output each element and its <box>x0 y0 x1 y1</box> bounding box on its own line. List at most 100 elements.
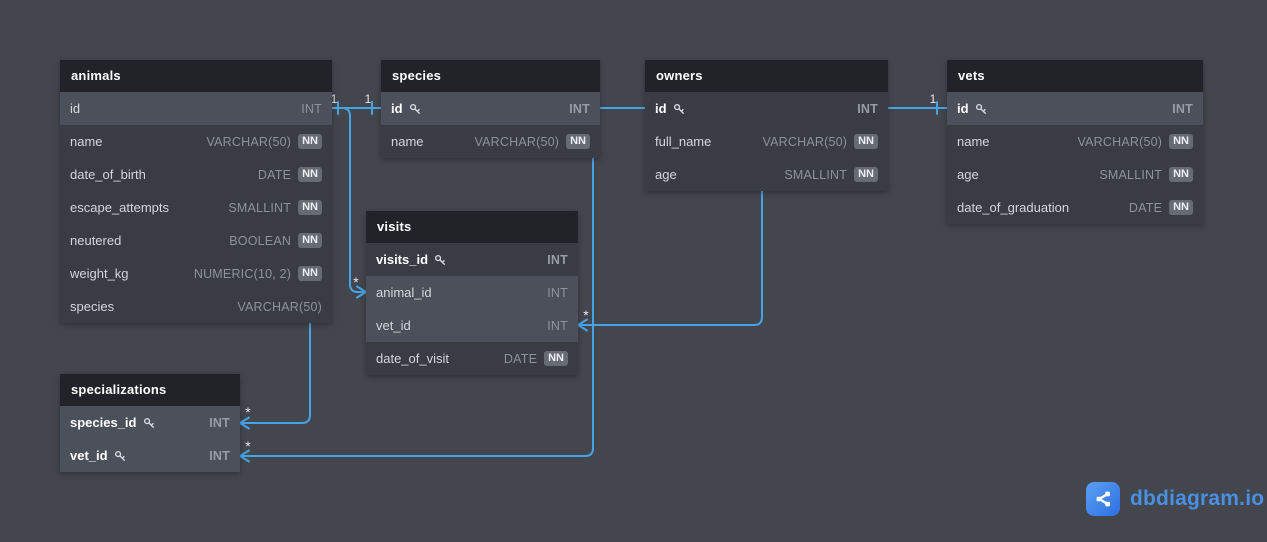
field-row[interactable]: visits_id INT <box>366 243 578 276</box>
field-name: id <box>655 101 685 116</box>
table-header[interactable]: owners <box>645 60 888 92</box>
cardinality-one-label: 1 <box>331 92 338 106</box>
logo-product-suffix: .io <box>1239 487 1265 510</box>
share-network-icon <box>1086 482 1120 516</box>
field-name: name <box>391 134 424 149</box>
table-header[interactable]: specializations <box>60 374 240 406</box>
not-null-badge: NN <box>854 167 878 182</box>
primary-key-icon <box>409 103 421 115</box>
field-row[interactable]: age SMALLINT NN <box>947 158 1203 191</box>
cardinality-one-label: 1 <box>365 92 372 106</box>
field-row[interactable]: id INT <box>645 92 888 125</box>
field-name: date_of_birth <box>70 167 146 182</box>
many-end-arrow-icon <box>577 318 588 332</box>
field-type: VARCHAR(50) <box>206 134 292 149</box>
cardinality-many-label: * <box>353 274 359 290</box>
not-null-badge: NN <box>1169 134 1193 149</box>
field-row[interactable]: escape_attempts SMALLINT NN <box>60 191 332 224</box>
primary-key-icon <box>434 254 446 266</box>
field-row[interactable]: vet_id INT <box>60 439 240 472</box>
not-null-badge: NN <box>298 167 322 182</box>
field-row[interactable]: id INT <box>60 92 332 125</box>
field-type: VARCHAR(50) <box>474 134 560 149</box>
table-species[interactable]: species id INT name VARCHAR(50) NN <box>381 60 600 158</box>
not-null-badge: NN <box>1169 167 1193 182</box>
field-row[interactable]: animal_id INT <box>366 276 578 309</box>
field-row[interactable]: name VARCHAR(50) NN <box>60 125 332 158</box>
field-row[interactable]: name VARCHAR(50) NN <box>381 125 600 158</box>
field-name: date_of_graduation <box>957 200 1070 215</box>
field-type: INT <box>857 101 878 116</box>
field-name: id <box>391 101 421 116</box>
table-header[interactable]: animals <box>60 60 332 92</box>
field-type: DATE <box>257 167 292 182</box>
primary-key-icon <box>114 450 126 462</box>
field-row[interactable]: age SMALLINT NN <box>645 158 888 191</box>
field-type: NUMERIC(10, 2) <box>193 266 292 281</box>
field-name: full_name <box>655 134 712 149</box>
field-row[interactable]: id INT <box>381 92 600 125</box>
primary-key-icon <box>673 103 685 115</box>
field-row[interactable]: date_of_birth DATE NN <box>60 158 332 191</box>
field-name: name <box>957 134 990 149</box>
field-name: escape_attempts <box>70 200 170 215</box>
field-row[interactable]: vet_id INT <box>366 309 578 342</box>
dbdiagram-logo-text: dbdiagram.io <box>1130 487 1264 511</box>
field-name: species_id <box>70 415 155 430</box>
dbdiagram-logo[interactable]: dbdiagram.io <box>1086 482 1264 516</box>
cardinality-many-label: * <box>583 307 589 323</box>
field-type: INT <box>547 318 568 333</box>
field-name: species <box>70 299 115 314</box>
field-type: INT <box>209 415 230 430</box>
field-type: SMALLINT <box>228 200 292 215</box>
field-type: INT <box>547 285 568 300</box>
table-header[interactable]: visits <box>366 211 578 243</box>
field-type: INT <box>1172 101 1193 116</box>
field-name: id <box>70 101 81 116</box>
field-type: DATE <box>503 351 538 366</box>
not-null-badge: NN <box>298 266 322 281</box>
not-null-badge: NN <box>298 233 322 248</box>
field-type: INT <box>301 101 322 116</box>
not-null-badge: NN <box>566 134 590 149</box>
not-null-badge: NN <box>1169 200 1193 215</box>
not-null-badge: NN <box>544 351 568 366</box>
field-name: animal_id <box>376 285 432 300</box>
field-name: age <box>655 167 677 182</box>
field-name: age <box>957 167 979 182</box>
field-type: SMALLINT <box>1099 167 1163 182</box>
field-name: visits_id <box>376 252 446 267</box>
field-type: INT <box>209 448 230 463</box>
field-name: vet_id <box>70 448 126 463</box>
cardinality-one-label: 1 <box>930 92 937 106</box>
cardinality-many-label: * <box>245 438 251 454</box>
field-name: name <box>70 134 103 149</box>
primary-key-icon <box>975 103 987 115</box>
table-header[interactable]: species <box>381 60 600 92</box>
field-name: vet_id <box>376 318 411 333</box>
not-null-badge: NN <box>298 200 322 215</box>
many-end-arrow-icon <box>239 449 250 463</box>
field-type: INT <box>547 252 568 267</box>
not-null-badge: NN <box>298 134 322 149</box>
field-type: SMALLINT <box>784 167 848 182</box>
field-type: INT <box>569 101 590 116</box>
logo-product-name: dbdiagram <box>1130 487 1240 510</box>
table-header[interactable]: vets <box>947 60 1203 92</box>
field-row[interactable]: species_id INT <box>60 406 240 439</box>
relationship-line-animals.id-visits.animal_id[interactable] <box>331 107 367 293</box>
